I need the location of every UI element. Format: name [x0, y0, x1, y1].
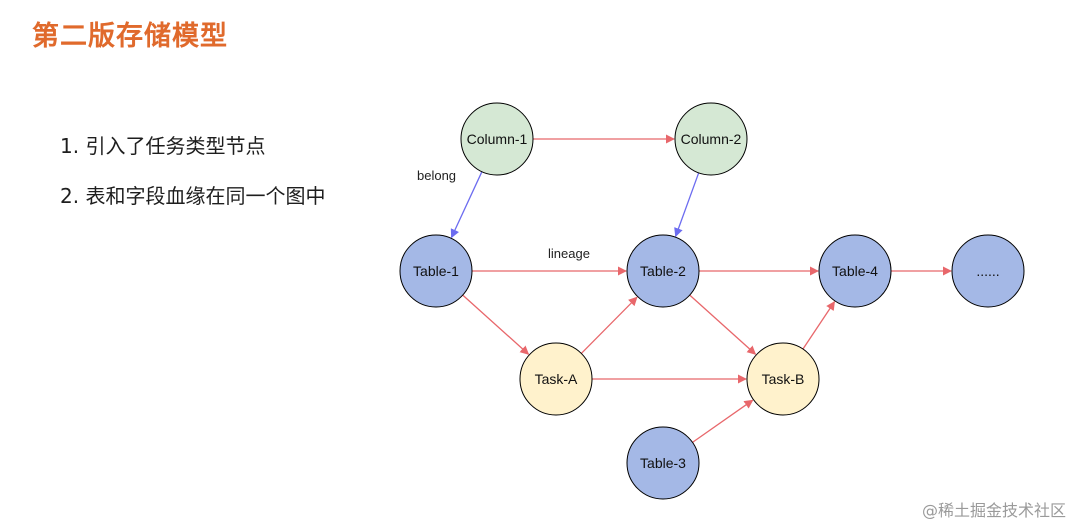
- bullet-item-1: 1. 引入了任务类型节点: [60, 134, 266, 158]
- node-circle-table-1: [399, 234, 473, 308]
- node-table-2: Table-2: [626, 234, 700, 308]
- node-circle-column-1: [460, 102, 534, 176]
- node-label-table-1: Table-1: [413, 263, 459, 279]
- node-table-4: Table-4: [818, 234, 892, 308]
- watermark: @稀土掘金技术社区: [921, 501, 1066, 520]
- edge-task-b-to-table-4: [802, 301, 836, 350]
- node-label-table-4: Table-4: [832, 263, 878, 279]
- node-task-b: Task-B: [746, 342, 820, 416]
- edge-label-belong: belong: [417, 168, 456, 183]
- edge-task-a-to-table-2: [580, 296, 638, 354]
- node-circle-table-2: [626, 234, 700, 308]
- edge-column-1-to-table-1: [450, 171, 483, 239]
- node-task-a: Task-A: [519, 342, 593, 416]
- bullet-item-2: 2. 表和字段血缘在同一个图中: [60, 184, 326, 209]
- edge-table-1-to-task-a: [462, 294, 530, 355]
- node-table-3: Table-3: [626, 426, 700, 500]
- node-column-2: Column-2: [674, 102, 748, 176]
- node-label-task-b: Task-B: [762, 371, 805, 387]
- node-table-1: Table-1: [399, 234, 473, 308]
- node-circle-more: [951, 234, 1025, 308]
- node-circle-table-4: [818, 234, 892, 308]
- edge-table-3-to-task-b: [692, 399, 754, 443]
- node-label-table-2: Table-2: [640, 263, 686, 279]
- bullet-list: 1. 引入了任务类型节点 2. 表和字段血缘在同一个图中: [60, 134, 345, 235]
- node-circle-column-2: [674, 102, 748, 176]
- node-circle-table-3: [626, 426, 700, 500]
- node-label-column-1: Column-1: [467, 131, 528, 147]
- edge-column-2-to-table-2: [674, 172, 700, 238]
- edges-layer: [450, 134, 952, 443]
- node-label-table-3: Table-3: [640, 455, 686, 471]
- edge-table-2-to-task-b: [689, 294, 757, 355]
- node-label-task-a: Task-A: [535, 371, 578, 387]
- node-more: ......: [951, 234, 1025, 308]
- node-circle-task-b: [746, 342, 820, 416]
- edge-label-lineage: lineage: [548, 246, 590, 261]
- edge-labels-layer: belong lineage: [417, 168, 590, 261]
- node-circle-task-a: [519, 342, 593, 416]
- node-column-1: Column-1: [460, 102, 534, 176]
- page-title: 第二版存储模型: [32, 21, 228, 52]
- node-label-column-2: Column-2: [681, 131, 742, 147]
- node-label-more: ......: [976, 263, 999, 279]
